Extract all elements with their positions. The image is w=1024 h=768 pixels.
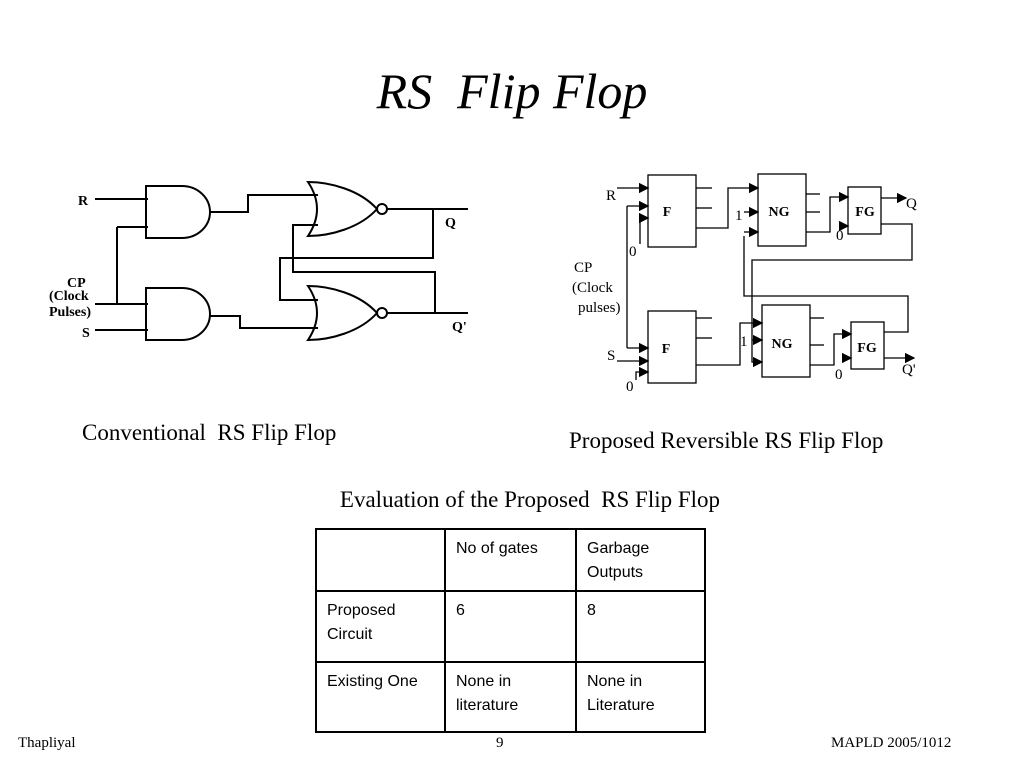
gate-ng-top-label: NG <box>769 205 790 220</box>
label-pulses: Pulses) <box>49 305 91 320</box>
table-cell: None in literature <box>444 661 577 733</box>
table-header-cell: Garbage Outputs <box>575 528 706 592</box>
table-cell: Existing One <box>315 661 446 733</box>
gate-fg-bottom-label: FG <box>857 341 877 356</box>
rev-label-qbar: Q' <box>902 362 916 378</box>
footer-page-number: 9 <box>496 735 504 751</box>
conventional-caption: Conventional RS Flip Flop <box>82 420 337 445</box>
const-one-ng-bottom: 1 <box>740 334 748 350</box>
rev-label-s: S <box>607 348 615 364</box>
gate-fg-top <box>847 186 882 235</box>
label-clock: (Clock <box>49 289 89 304</box>
table-row: Existing One None in literature None in … <box>315 661 706 733</box>
evaluation-table: No of gates Garbage Outputs Proposed Cir… <box>315 528 706 733</box>
rev-label-r: R <box>606 188 616 204</box>
gate-fg-top-label: FG <box>855 205 875 220</box>
gate-f-bottom-label: F <box>662 342 671 357</box>
gate-f-top <box>647 174 697 248</box>
slide-title: RS Flip Flop <box>376 63 648 119</box>
footer-reference: MAPLD 2005/1012 <box>831 735 952 751</box>
table-cell: Proposed Circuit <box>315 590 446 663</box>
table-cell: None in Literature <box>575 661 706 733</box>
gate-f-top-label: F <box>663 205 672 220</box>
gate-f-bottom <box>647 310 697 384</box>
label-s: S <box>82 326 90 341</box>
footer-author: Thapliyal <box>18 735 76 751</box>
nor-gate-top <box>306 180 379 238</box>
rev-label-clock: (Clock <box>572 280 613 296</box>
table-header-cell: No of gates <box>444 528 577 592</box>
rev-label-cp: CP <box>574 260 592 276</box>
and-gate-top <box>145 185 211 239</box>
gate-fg-bottom <box>850 321 885 370</box>
const-zero-fg-bottom: 0 <box>835 367 843 383</box>
rev-label-q: Q <box>906 196 917 212</box>
table-cell: 6 <box>444 590 577 663</box>
and-gate-bottom <box>145 287 211 341</box>
label-cp: CP <box>67 276 86 291</box>
const-zero-fg-top: 0 <box>836 228 844 244</box>
label-q: Q <box>445 216 456 231</box>
rev-label-pulses: pulses) <box>578 300 621 316</box>
table-row: Proposed Circuit 6 8 <box>315 590 706 663</box>
const-zero-f-top: 0 <box>629 244 637 260</box>
label-r: R <box>78 194 89 209</box>
label-qbar: Q' <box>452 320 467 335</box>
gate-ng-bottom-label: NG <box>772 337 793 352</box>
const-one-ng-top: 1 <box>735 208 743 224</box>
reversible-caption: Proposed Reversible RS Flip Flop <box>569 428 884 453</box>
evaluation-title: Evaluation of the Proposed RS Flip Flop <box>339 487 721 512</box>
table-cell: 8 <box>575 590 706 663</box>
table-header-cell <box>315 528 446 592</box>
table-header-row: No of gates Garbage Outputs <box>315 528 706 592</box>
nor-gate-bottom <box>306 284 379 342</box>
const-zero-f-bottom: 0 <box>626 379 634 395</box>
